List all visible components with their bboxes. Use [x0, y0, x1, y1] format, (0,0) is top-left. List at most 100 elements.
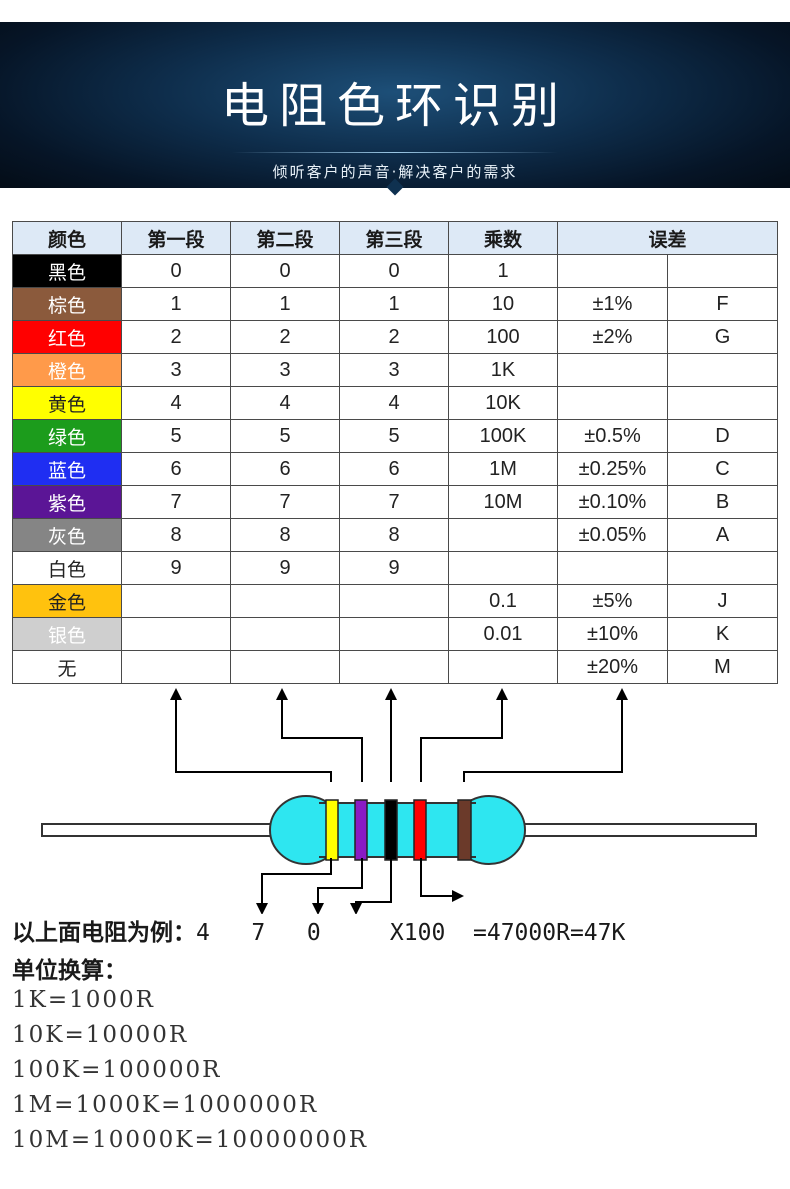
color-name-cell: 黑色	[12, 254, 122, 288]
second-band-cell: 4	[230, 386, 340, 420]
conversion-10m: 10M=10000K=10000000R	[12, 1127, 369, 1153]
first-band-cell: 5	[121, 419, 231, 453]
tolerance-code-cell	[666, 386, 779, 420]
second-band-cell: 5	[230, 419, 340, 453]
pointer-multiplier	[420, 858, 464, 902]
header-banner: 电阻色环识别 倾听客户的声音·解决客户的需求	[0, 22, 790, 188]
third-band-cell: 4	[339, 386, 449, 420]
example-digit-4: 4	[196, 920, 210, 946]
pointer-second-band	[276, 688, 363, 782]
second-band-cell	[230, 617, 340, 651]
pointer-tolerance-band	[463, 688, 628, 782]
tolerance-code-cell	[666, 353, 779, 387]
tolerance-cell: ±10%	[557, 617, 668, 651]
pointer-multiplier-band	[420, 688, 508, 782]
third-band-cell: 8	[339, 518, 449, 552]
first-band-cell: 3	[121, 353, 231, 387]
third-band-cell: 0	[339, 254, 449, 288]
multiplier-cell: 100	[448, 320, 558, 354]
tolerance-code-cell: M	[666, 650, 779, 684]
first-band-cell: 2	[121, 320, 231, 354]
tolerance-cell: ±20%	[557, 650, 668, 684]
band-multiplier	[413, 799, 427, 861]
page-subtitle: 倾听客户的声音·解决客户的需求	[272, 163, 518, 181]
color-name-cell: 灰色	[12, 518, 122, 552]
unit-conversion-list: 1K=1000R 10K=10000R 100K=100000R 1M=1000…	[12, 985, 368, 1160]
example-result: =47000R=47K	[473, 920, 626, 946]
tolerance-cell: ±2%	[557, 320, 668, 354]
first-band-cell: 0	[121, 254, 231, 288]
resistor-lead-right	[509, 823, 757, 837]
third-band-cell	[339, 617, 449, 651]
header-first-band: 第一段	[121, 221, 231, 255]
band-second-digit	[354, 799, 368, 861]
tolerance-code-cell	[666, 254, 779, 288]
multiplier-cell: 1M	[448, 452, 558, 486]
tolerance-cell	[557, 386, 668, 420]
second-band-cell: 1	[230, 287, 340, 321]
first-band-cell: 8	[121, 518, 231, 552]
tolerance-code-cell: G	[666, 320, 779, 354]
third-band-cell: 6	[339, 452, 449, 486]
color-name-cell: 绿色	[12, 419, 122, 453]
header-color: 颜色	[12, 221, 122, 255]
resistor-lead-left	[41, 823, 288, 837]
third-band-cell: 5	[339, 419, 449, 453]
multiplier-cell	[448, 551, 558, 585]
tolerance-code-cell: A	[666, 518, 779, 552]
third-band-cell	[339, 584, 449, 618]
second-band-cell: 2	[230, 320, 340, 354]
example-calculation: 以上面电阻为例：4 7 0 X100 =47000R=47K	[12, 913, 625, 947]
tolerance-code-cell: F	[666, 287, 779, 321]
tolerance-cell: ±0.05%	[557, 518, 668, 552]
first-band-cell: 4	[121, 386, 231, 420]
tolerance-code-cell	[666, 551, 779, 585]
multiplier-cell: 10K	[448, 386, 558, 420]
tolerance-cell: ±5%	[557, 584, 668, 618]
tolerance-code-cell: C	[666, 452, 779, 486]
third-band-cell: 1	[339, 287, 449, 321]
table-row: 无 ±20%M	[12, 650, 779, 684]
tolerance-cell: ±0.5%	[557, 419, 668, 453]
third-band-cell: 9	[339, 551, 449, 585]
first-band-cell	[121, 617, 231, 651]
example-digit-7: 7	[251, 920, 266, 946]
color-name-cell: 红色	[12, 320, 122, 354]
multiplier-cell: 0.01	[448, 617, 558, 651]
second-band-cell: 8	[230, 518, 340, 552]
conversion-1k: 1K=1000R	[12, 987, 155, 1013]
unit-conversion-title: 单位换算：	[12, 958, 127, 984]
color-name-cell: 金色	[12, 584, 122, 618]
second-band-cell: 3	[230, 353, 340, 387]
table-header-row: 颜色 第一段 第二段 第三段 乘数 误差	[12, 221, 779, 255]
multiplier-cell: 100K	[448, 419, 558, 453]
header-third-band: 第三段	[339, 221, 449, 255]
band-third-digit	[384, 799, 398, 861]
pointer-digit-0	[350, 858, 392, 914]
header-second-band: 第二段	[230, 221, 340, 255]
second-band-cell: 9	[230, 551, 340, 585]
first-band-cell	[121, 584, 231, 618]
example-digit-0: 0	[306, 920, 321, 946]
first-band-cell: 6	[121, 452, 231, 486]
tolerance-cell	[557, 551, 668, 585]
conversion-1m: 1M=1000K=1000000R	[12, 1092, 319, 1118]
tolerance-cell: ±0.10%	[557, 485, 668, 519]
band-first-digit	[325, 799, 339, 861]
tolerance-cell	[557, 353, 668, 387]
tolerance-code-cell: J	[666, 584, 779, 618]
second-band-cell: 7	[230, 485, 340, 519]
color-name-cell: 黄色	[12, 386, 122, 420]
tolerance-code-cell: B	[666, 485, 779, 519]
resistor-diagram	[41, 688, 757, 914]
color-name-cell: 无	[12, 650, 122, 684]
